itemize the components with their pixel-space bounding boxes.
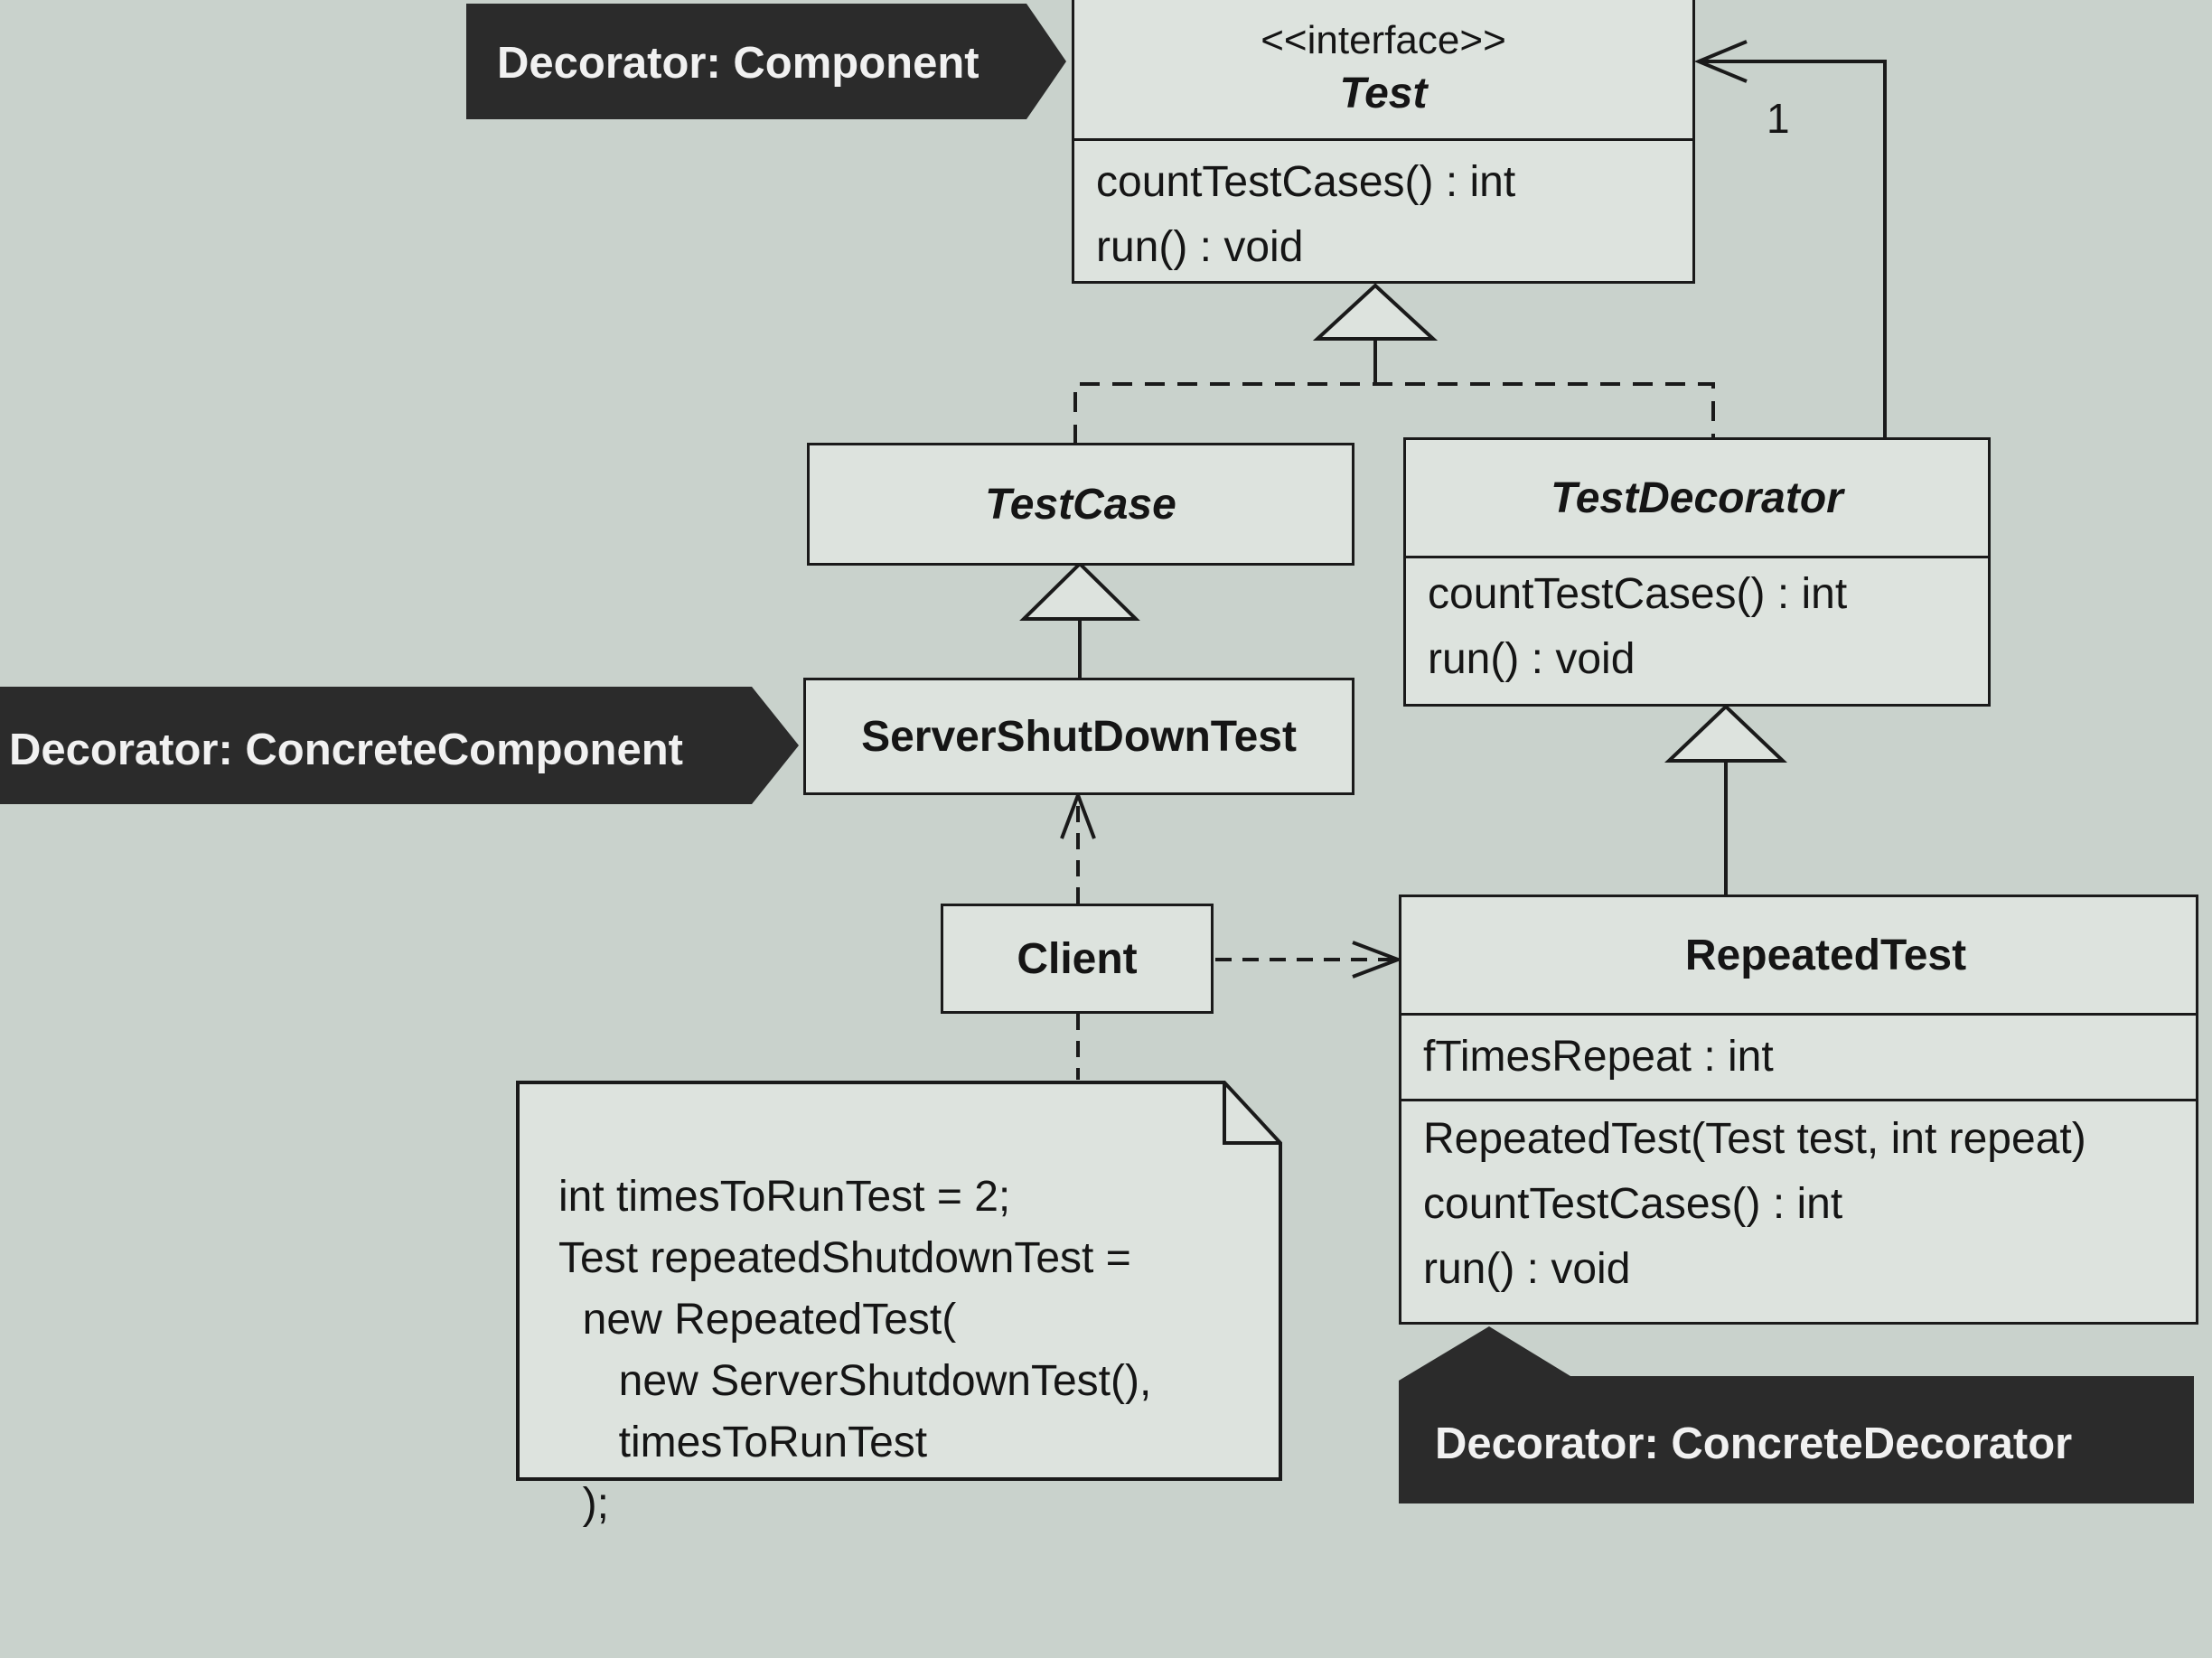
connector-layer <box>1019 40 1887 1080</box>
code-line: new RepeatedTest( <box>558 1296 957 1344</box>
code-line: timesToRunTest <box>558 1419 928 1466</box>
class-name: TestDecorator <box>1551 473 1843 522</box>
class-name: TestCase <box>985 480 1176 529</box>
method: countTestCases() : int <box>1423 1180 1843 1228</box>
class-repeatedtest-methods: RepeatedTest(Test test, int repeat) coun… <box>1401 1099 2196 1302</box>
code-line: int timesToRunTest = 2; <box>558 1173 1011 1221</box>
generalization-arrowhead-testcase <box>1019 561 1140 621</box>
tag-label: Decorator: Component <box>497 39 979 88</box>
attribute: fTimesRepeat : int <box>1423 1033 1774 1081</box>
class-test: <<interface>> Test countTestCases() : in… <box>1072 0 1695 284</box>
association-arrowhead <box>1693 40 1748 83</box>
code-line: ); <box>558 1480 609 1528</box>
code-line: Test repeatedShutdownTest = <box>558 1234 1131 1282</box>
method: run() : void <box>1423 1245 1631 1293</box>
class-repeatedtest-header: RepeatedTest <box>1401 897 2196 1013</box>
tag-concrete-decorator: Decorator: ConcreteDecorator <box>1399 1326 2194 1507</box>
tag-component-shape <box>466 4 1066 119</box>
tag-label: Decorator: ConcreteComponent <box>9 726 683 774</box>
note-shape <box>516 1081 1282 1481</box>
class-servershutdowntest-header: ServerShutDownTest <box>806 680 1352 792</box>
class-testdecorator-header: TestDecorator <box>1406 440 1988 556</box>
realization-arrowhead <box>1312 283 1439 341</box>
tag-concrete-component: Decorator: ConcreteComponent <box>0 687 804 804</box>
code-text: int timesToRunTest = 2; Test repeatedShut… <box>558 1105 1151 1658</box>
association-line <box>1699 60 1887 439</box>
class-name: RepeatedTest <box>1684 931 1967 979</box>
method: countTestCases() : int <box>1428 570 1848 618</box>
multiplicity-label: 1 <box>1767 95 1790 142</box>
class-name: Test <box>1339 69 1428 117</box>
stereotype-label: <<interface>> <box>1261 17 1506 62</box>
class-name: Client <box>1017 934 1138 983</box>
class-repeatedtest: RepeatedTest fTimesRepeat : int Repeated… <box>1399 895 2198 1325</box>
dependency-arrowhead-up <box>1060 790 1096 839</box>
generalization-arrowhead-decorator <box>1664 704 1787 763</box>
class-test-header: <<interface>> Test <box>1074 0 1692 138</box>
class-test-methods: countTestCases() : int run() : void <box>1074 138 1692 280</box>
class-testdecorator: TestDecorator countTestCases() : int run… <box>1403 437 1991 707</box>
tag-concrete-decorator-shape <box>1399 1326 2194 1503</box>
tag-label: Decorator: ConcreteDecorator <box>1435 1419 2073 1468</box>
method: RepeatedTest(Test test, int repeat) <box>1423 1115 2086 1163</box>
method: countTestCases() : int <box>1096 158 1516 206</box>
class-client-header: Client <box>943 906 1211 1011</box>
tag-concrete-component-shape <box>0 687 799 804</box>
tag-component: Decorator: Component <box>466 4 1072 119</box>
code-note: int timesToRunTest = 2; Test repeatedShut… <box>515 1080 1283 1528</box>
code-line: new ServerShutdownTest(), <box>558 1357 1152 1405</box>
dependency-arrowhead-right <box>1352 941 1403 979</box>
class-repeatedtest-attributes: fTimesRepeat : int <box>1401 1013 2196 1099</box>
realization-connector <box>1073 382 1715 445</box>
class-testcase: TestCase <box>807 443 1354 566</box>
class-testcase-header: TestCase <box>810 445 1352 563</box>
class-name: ServerShutDownTest <box>861 712 1297 761</box>
class-client: Client <box>941 904 1214 1014</box>
class-servershutdowntest: ServerShutDownTest <box>803 678 1354 795</box>
method: run() : void <box>1428 635 1636 683</box>
method: run() : void <box>1096 223 1304 271</box>
class-testdecorator-methods: countTestCases() : int run() : void <box>1406 556 1988 692</box>
